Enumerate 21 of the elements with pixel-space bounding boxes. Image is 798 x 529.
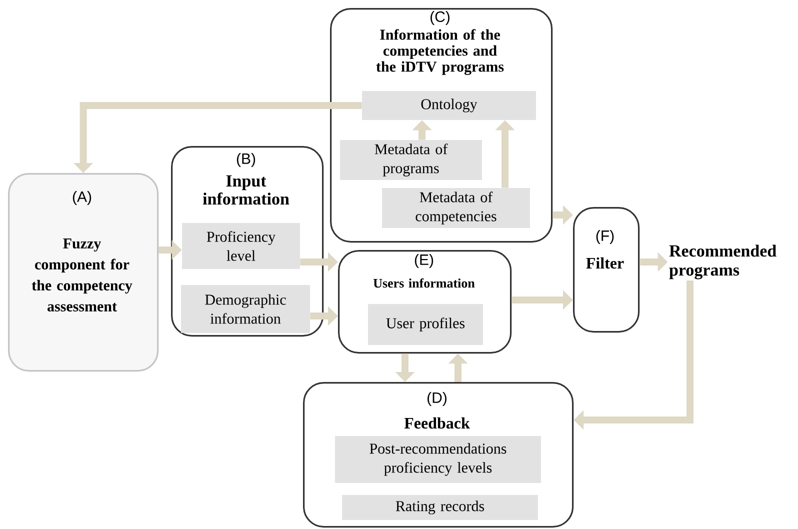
box-title: Filter xyxy=(586,257,624,269)
data-box: Metadata of competencies xyxy=(382,188,530,228)
box-title: Feedback xyxy=(404,417,470,429)
data-box: User profiles xyxy=(368,304,483,345)
data-box: Ontology xyxy=(362,91,536,120)
data-box: Proficiency level xyxy=(182,223,300,269)
data-box: Post-recommendations proficiency levels xyxy=(335,436,541,483)
box-letter: (F) xyxy=(596,230,614,244)
data-box: Demographic information xyxy=(181,285,310,333)
box-letter: (A) xyxy=(72,191,92,205)
box-title: Information of the competencies and the iDTV programs xyxy=(376,29,504,75)
box-title: Input information xyxy=(202,175,290,205)
box-letter: (E) xyxy=(414,254,434,268)
box-letter: (C) xyxy=(430,11,450,25)
data-box: Rating records xyxy=(342,495,538,520)
box-title: Users information xyxy=(373,278,475,288)
box-title: Fuzzy component for the competency assessment xyxy=(32,238,132,312)
box-letter: (D) xyxy=(428,392,446,406)
data-box: Metadata of programs xyxy=(340,140,482,180)
output-label: Recommended programs xyxy=(669,244,776,280)
box-letter: (B) xyxy=(236,153,256,167)
